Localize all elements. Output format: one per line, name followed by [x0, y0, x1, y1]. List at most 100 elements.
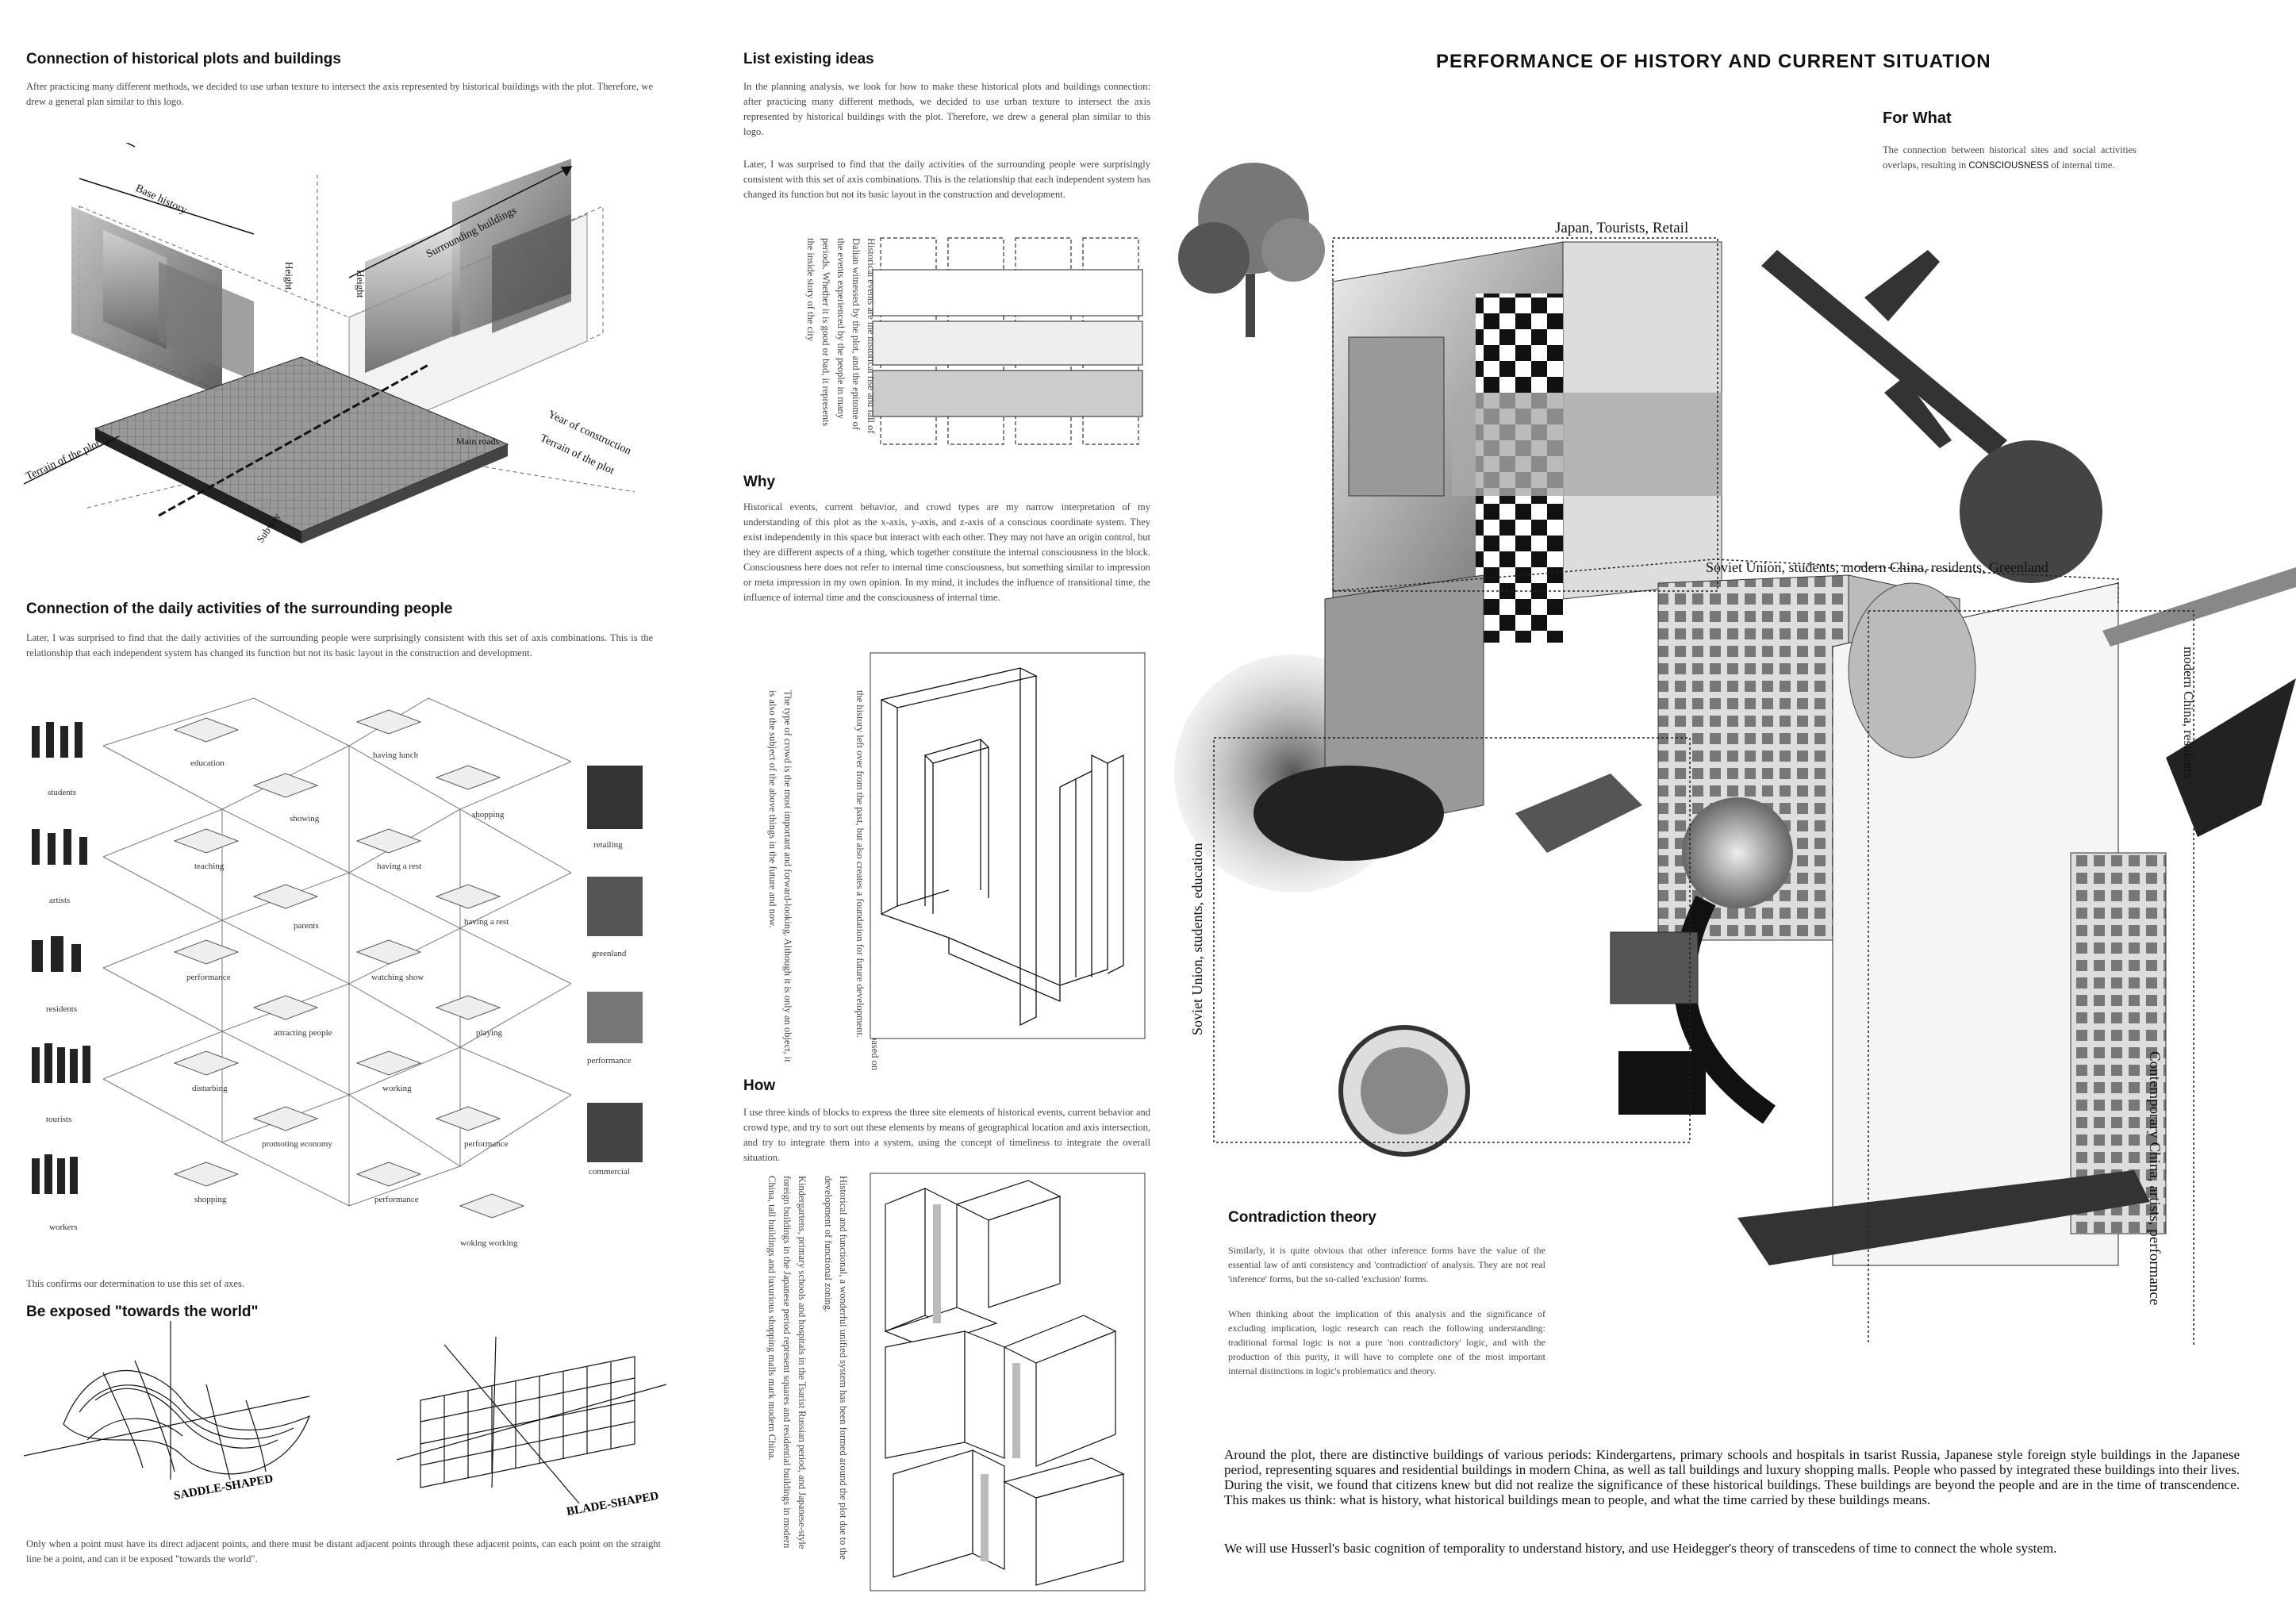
label-height-a: Height: [283, 262, 295, 290]
saddle-shape: [24, 1321, 311, 1480]
frame-contemporary: [1868, 610, 2194, 1345]
section-body-contradiction-2: When thinking about the implication of t…: [1228, 1308, 1545, 1376]
section-heading-for-what: For What: [1883, 109, 1952, 127]
pen-image: [2102, 567, 2296, 647]
block-diagram-1: [872, 237, 1143, 445]
frame-soviet: [1213, 737, 1691, 1143]
collage-label-top: Japan, Tourists, Retail: [1555, 220, 1688, 236]
block-diagram-2: [870, 652, 1146, 1039]
section-body-ideas-1: In the planning analysis, we look for ho…: [743, 81, 1150, 137]
section-body-contradiction-1: Similarly, it is quite obvious that othe…: [1228, 1245, 1545, 1284]
block-diagram-3: [870, 1173, 1146, 1591]
bottom-paragraph-1: Around the plot, there are distinctive b…: [1224, 1447, 2240, 1507]
collage-label-right: Contemporary China, artists, performance: [2146, 1051, 2163, 1305]
activity-performance-2: performance: [464, 1139, 509, 1149]
activity-working: working: [382, 1084, 412, 1093]
section-heading-activities: Connection of the daily activities of th…: [26, 601, 453, 617]
artists-figures: [32, 829, 87, 865]
city-map-slab: [94, 356, 509, 543]
section-body-plots: After practicing many different methods,…: [26, 81, 653, 107]
axis-diagram: Base history Surrounding buildings Heigh…: [23, 143, 635, 545]
moon-image: [1682, 797, 1793, 908]
section-heading-why: Why: [743, 474, 776, 490]
balloon-image: [1848, 582, 1976, 758]
buildings-photo-wall: [348, 159, 588, 445]
portrait-image: [1960, 440, 2102, 583]
activity-playing: playing: [476, 1028, 502, 1038]
workers-figures: [32, 1154, 78, 1194]
people-students: students: [48, 788, 76, 797]
label-terrain-left: Terrain of the plot: [24, 438, 102, 482]
section-heading-how: How: [743, 1077, 776, 1094]
section-body-activities: Later, I was surprised to find that the …: [26, 632, 653, 658]
section-heading-contradiction: Contradiction theory: [1228, 1209, 1376, 1226]
section-body-how: I use three kinds of blocks to express t…: [743, 1107, 1150, 1163]
place-commercial: commercial: [589, 1167, 630, 1177]
section-body-ideas-2: Later, I was surprised to find that the …: [743, 159, 1150, 200]
activity-promoting-economy: promoting economy: [262, 1139, 332, 1149]
blade-label: BLADE-SHAPED: [566, 1490, 660, 1518]
place-performance: performance: [587, 1056, 632, 1065]
vertical-text-buildings: Kindergartens, primary schools and hospi…: [766, 1176, 808, 1549]
consciousness-emphasis: CONSCIOUSNESS: [1968, 161, 2049, 171]
saddle-label: SADDLE-SHAPED: [173, 1472, 275, 1503]
clapper-image: [1618, 1051, 1706, 1115]
activity-performance: performance: [186, 973, 231, 982]
frame-japan: [1332, 237, 1718, 592]
section-heading-plots: Connection of historical plots and build…: [26, 51, 341, 67]
crocodile-image: [1737, 1170, 2150, 1265]
tank-image: [1515, 774, 1642, 853]
page-title: PERFORMANCE OF HISTORY AND CURRENT SITUA…: [1436, 51, 1991, 72]
history-photo-wall: [71, 206, 254, 397]
label-base-history: Base history: [133, 182, 188, 217]
bear-image: [1254, 766, 1444, 861]
shape-diagrams: SADDLE-SHAPED BLADE-SHAPED: [24, 1321, 667, 1518]
activity-shopping: shopping: [472, 810, 505, 820]
confirm-text: This confirms our determination to use t…: [26, 1278, 244, 1289]
activity-network: students artists residents tourists work…: [32, 697, 643, 1248]
vertical-text-crowd: The type of crowd is the most important …: [767, 690, 793, 1062]
people-residents: residents: [46, 1004, 77, 1014]
label-height-b: Height: [355, 270, 367, 298]
section-body-why: Historical events, current behavior, and…: [743, 501, 1150, 603]
collage-label-right-top: modern China, residents: [2181, 647, 2196, 778]
activity-parents: parents: [294, 921, 319, 931]
section-heading-ideas: List existing ideas: [743, 51, 874, 67]
activity-disturbing: disturbing: [192, 1084, 228, 1093]
residents-figures: [32, 936, 81, 972]
activity-shopping-2: shopping: [194, 1195, 227, 1204]
activity-having-lunch: having lunch: [373, 751, 419, 760]
activity-watching-show: watching show: [371, 973, 424, 982]
activity-showing: showing: [290, 814, 320, 824]
kite-image: [2166, 678, 2296, 837]
activity-teaching: teaching: [194, 862, 225, 871]
blade-shape: [396, 1336, 667, 1504]
collage-label-middle: Soviet Union, students, modern China, re…: [1706, 559, 2048, 575]
airplane-image: [1761, 250, 2007, 456]
activity-woking-working: woking working: [460, 1238, 518, 1248]
tourists-figures: [32, 1043, 90, 1083]
section-heading-exposed: Be exposed "towards the world": [26, 1303, 259, 1320]
history-collage: Japan, Tourists, Retail Soviet Union, st…: [1174, 163, 2296, 1345]
section-body-for-what: The connection between historical sites …: [1883, 144, 2137, 171]
people-tourists: tourists: [46, 1115, 71, 1124]
activity-having-a-rest: having a rest: [377, 862, 421, 871]
vertical-text-functional: Historical and functional, a wonderful u…: [823, 1176, 849, 1560]
people-workers: workers: [49, 1223, 77, 1232]
students-figures: [32, 722, 83, 758]
computer-image: [1610, 931, 1699, 1004]
people-artists: artists: [49, 896, 70, 905]
activity-having-a-rest-2: having a rest: [464, 917, 509, 927]
activity-attracting-people: attracting people: [274, 1028, 332, 1038]
tree-image: [1178, 163, 1325, 337]
place-retailing: retailing: [593, 840, 623, 850]
label-main-roads: Main roads: [456, 436, 500, 447]
bottom-paragraph-2: We will use Husserl's basic cognition of…: [1224, 1541, 2057, 1556]
activity-education: education: [190, 758, 225, 768]
vertical-text-history: Historical events are the historical ris…: [805, 238, 877, 434]
activity-performance-3: performance: [374, 1195, 419, 1204]
places-photos: [587, 766, 643, 1162]
place-greenland: greenland: [592, 949, 627, 958]
section-body-exposed: Only when a point must have its direct a…: [26, 1538, 661, 1564]
collage-label-left: Soviet Union, students, education: [1189, 843, 1205, 1035]
